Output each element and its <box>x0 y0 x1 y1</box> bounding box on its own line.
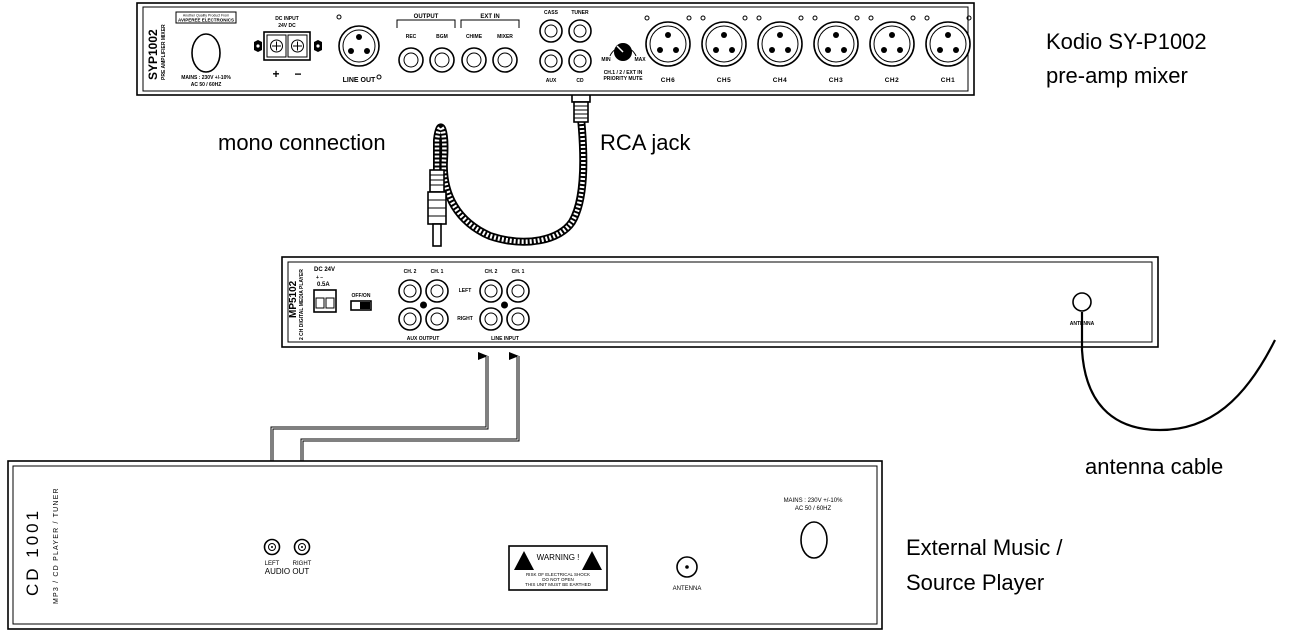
cd-warning-line-1: RISK OF ELECTRICAL SHOCK <box>526 572 590 577</box>
mixer-chime-label: CHIME <box>466 34 483 40</box>
mixer-bgm-label: BGM <box>436 34 448 40</box>
mono-connection-caption: mono connection <box>218 130 386 155</box>
mp3-dc-terminal <box>313 289 337 313</box>
mixer-mains-1: MAINS : 230V +/-10% <box>181 75 231 81</box>
mixer-xlr-ch1: CH1 <box>924 15 972 84</box>
mp3-offon-label: OFF/ON <box>352 293 371 299</box>
mp3-line-input-label: LINE INPUT <box>491 336 519 342</box>
mixer-priority-2: PRIORITY MUTE <box>603 76 643 82</box>
mixer-xlr-ch6: CH6 <box>644 15 692 84</box>
cd-warning-line-2: DO NOT OPEN <box>542 577 573 582</box>
cd-mains-2: AC 50 / 60HZ <box>795 506 832 512</box>
mp3-model-sub: 2 CH DIGITAL MEDIA PLAYER <box>299 269 305 340</box>
rca-plug-bottom <box>427 169 447 247</box>
mixer-jack-rec <box>398 47 424 73</box>
mixer-channel-label: CH6 <box>661 77 676 84</box>
mixer-minus: − <box>294 67 301 81</box>
cd-right-label: RIGHT <box>293 561 312 567</box>
mixer-channel-label: CH1 <box>941 77 956 84</box>
cd-player-panel: CD 1001 MP3 / CD PLAYER / TUNER LEFT RIG… <box>7 460 883 630</box>
mp3-model: MP5102 <box>288 280 299 318</box>
mixer-mains-2: AC 50 / 60HZ <box>191 82 222 88</box>
mixer-xlr-ch5: CH5 <box>700 15 748 84</box>
mp3-aux-output-label: AUX OUTPUT <box>407 336 440 342</box>
mp3-aux-jacks <box>398 279 449 331</box>
rca-jack-caption: RCA jack <box>600 130 691 155</box>
mixer-line-out-label: LINE OUT <box>343 77 376 84</box>
mp3-amp-label: 0.5A <box>317 282 330 288</box>
mixer-priority-1: CH.1 / 2 / EXT IN <box>604 70 643 76</box>
mixer-xlr-ch2: CH2 <box>868 15 916 84</box>
mixer-xlr-ch4: CH4 <box>756 15 804 84</box>
cd-mains-socket <box>800 521 828 559</box>
cd-antenna-label: ANTENNA <box>673 586 702 592</box>
mixer-dc-input-2: 24V DC <box>278 23 296 29</box>
mixer-channel-inputs: CH6 CH5 CH4 CH3 CH2 CH1 <box>644 15 972 84</box>
cd-audio-out-label: AUDIO OUT <box>265 567 310 576</box>
mixer-cass-label: CASS <box>544 10 559 16</box>
mixer-tuner-label: TUNER <box>571 10 589 16</box>
cd-warning-title: WARNING ! <box>537 553 580 562</box>
mp3-dc-label: DC 24V <box>314 267 335 273</box>
cd-warning-line-3: THIS UNIT MUST BE EARTHED <box>525 582 592 587</box>
mono-cable <box>433 114 588 246</box>
mp3-antenna-socket <box>1072 292 1092 312</box>
mixer-jack-chime <box>461 47 487 73</box>
mp3-aux-ch1: CH. 1 <box>431 269 444 275</box>
mixer-title-line-1: Kodio SY-P1002 <box>1046 29 1207 54</box>
source-player-caption-2: Source Player <box>906 570 1044 595</box>
cd-antenna-socket <box>676 556 698 578</box>
mixer-panel: SYP1002 PRE AMPLIFIER MIXER Another Qual… <box>136 2 975 96</box>
mixer-mixer-label: MIXER <box>497 34 513 40</box>
mixer-output-label: OUTPUT <box>414 14 439 20</box>
mp3-line-ch2: CH. 2 <box>485 269 498 275</box>
mixer-priority-knob <box>609 43 637 61</box>
mixer-title-line-2: pre-amp mixer <box>1046 63 1188 88</box>
mixer-jack-aux <box>539 49 563 73</box>
mixer-jack-cd <box>568 49 592 73</box>
mixer-dc-terminal <box>263 31 311 61</box>
mixer-channel-label: CH3 <box>829 77 844 84</box>
mixer-jack-cass <box>539 19 563 43</box>
mp3-aux-ch2: CH. 2 <box>404 269 417 275</box>
cd-left-label: LEFT <box>265 561 280 567</box>
mixer-ext-in-label: EXT IN <box>480 14 499 20</box>
mixer-jack-bgm <box>429 47 455 73</box>
mixer-dc-input-1: DC INPUT <box>275 16 299 22</box>
cd-audio-out-jacks <box>263 538 311 556</box>
mixer-channel-label: CH2 <box>885 77 900 84</box>
source-player-caption-1: External Music / <box>906 535 1063 560</box>
mixer-channel-label: CH5 <box>717 77 732 84</box>
mixer-channel-label: CH4 <box>773 77 788 84</box>
mixer-brand-2: AVIPEREE ELECTRONICS <box>178 18 234 23</box>
mixer-mains-socket <box>191 33 221 73</box>
mp3-line-ch1: CH. 1 <box>512 269 525 275</box>
mp3-player-panel: MP5102 2 CH DIGITAL MEDIA PLAYER DC 24V … <box>281 256 1159 348</box>
mixer-min-label: MIN <box>601 57 611 63</box>
mixer-max-label: MAX <box>634 57 646 63</box>
antenna-cable <box>1080 312 1276 432</box>
antenna-cable-caption: antenna cable <box>1085 454 1223 479</box>
mixer-model-sub: PRE AMPLIFIER MIXER <box>161 24 167 80</box>
mixer-plus: + <box>272 67 279 81</box>
mixer-jack-tuner <box>568 19 592 43</box>
mixer-xlr-ch3: CH3 <box>812 15 860 84</box>
cd-mains-1: MAINS : 230V +/-10% <box>784 498 844 504</box>
cd-model-sub: MP3 / CD PLAYER / TUNER <box>53 487 60 604</box>
mixer-model: SYP1002 <box>146 29 160 80</box>
mixer-line-out-xlr <box>336 14 382 80</box>
mixer-jack-mixer <box>492 47 518 73</box>
mixer-rec-label: REC <box>406 34 417 40</box>
mp3-right-label: RIGHT <box>457 316 473 322</box>
mixer-aux-label: AUX <box>546 78 557 84</box>
mp3-dc-polarity: + − <box>316 275 323 281</box>
cd-model: CD 1001 <box>23 508 42 596</box>
mixer-cd-label: CD <box>576 78 584 84</box>
mp3-line-input-jacks <box>479 279 530 331</box>
mixer-brand-1: Another Quality Product From <box>183 14 229 18</box>
mp3-left-label: LEFT <box>459 288 472 294</box>
cd-warning-label: WARNING ! RISK OF ELECTRICAL SHOCK DO NO… <box>508 545 608 591</box>
